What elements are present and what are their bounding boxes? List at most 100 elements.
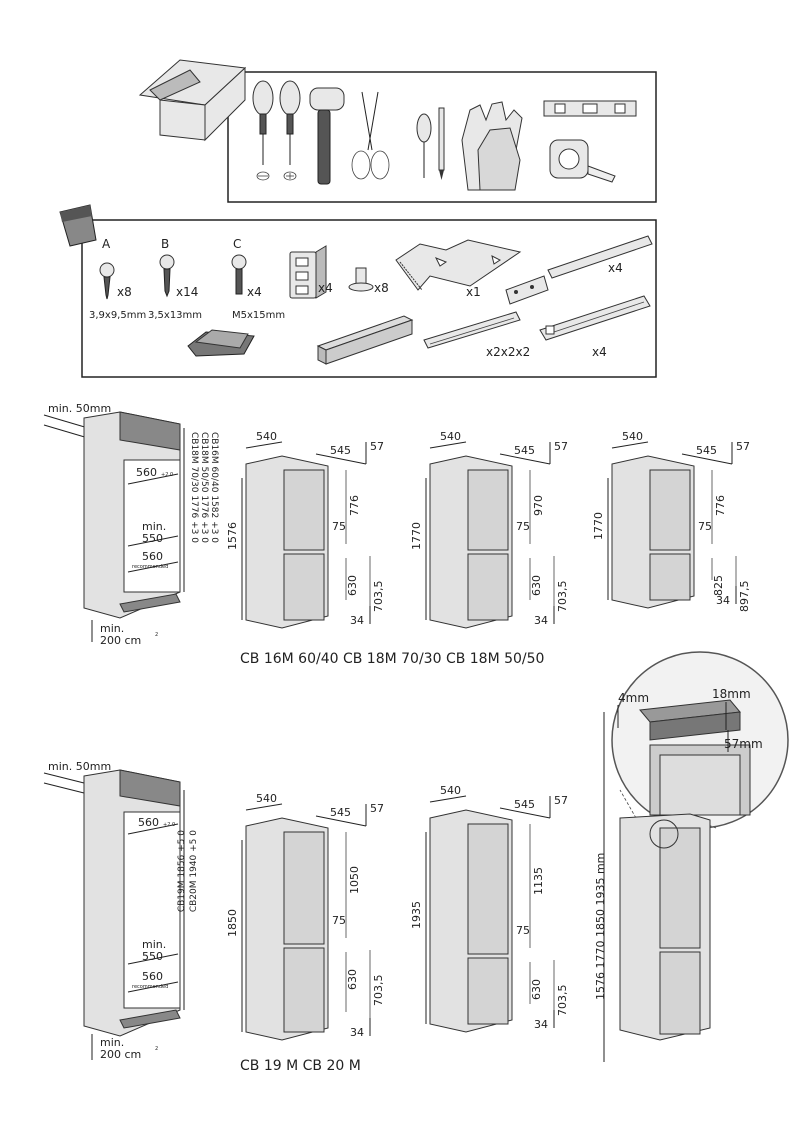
lower-door: [283, 947, 325, 1033]
fridge-lower-total-label: 897,5: [738, 581, 751, 613]
detail-panel: 18mm: [712, 687, 751, 701]
screw-b-size: 3,5x13mm: [148, 310, 202, 321]
fridge-mid-label: 75: [698, 520, 712, 533]
profile-icon: [316, 315, 414, 365]
niche-top-height-3: CB16M 60/40 1582 +3 0: [209, 432, 219, 543]
screw-c-icon: [231, 254, 247, 270]
template-qty: x1: [466, 285, 481, 299]
pencil-icon: [438, 107, 445, 180]
rail-qty: x4: [608, 261, 623, 275]
bracket-qty: x4: [318, 281, 333, 295]
niche-top-height-1: CB18M 70/30 1776 +3 0: [189, 432, 199, 543]
screw-b-qty: x14: [176, 285, 198, 299]
screw-a-letter: A: [102, 237, 111, 251]
niche-bottom-min-label: min.: [142, 938, 166, 951]
fridge-lower-label: 630: [346, 575, 359, 596]
fridge-w-label: 540: [622, 430, 643, 443]
door-pad-icon: [187, 329, 255, 357]
upper-door: [467, 823, 509, 955]
lower-door: [467, 553, 509, 621]
screw-c: C x4 M5x15mm: [231, 237, 285, 321]
fridge-mid-label: 75: [332, 520, 346, 533]
detail-gap-top: 4mm: [618, 691, 649, 705]
screw-a: A x8 3,9x9,5mm: [89, 237, 146, 321]
scissors-icon: [351, 91, 390, 180]
fridge-lower-total-label: 703,5: [556, 581, 569, 613]
niche-top-vent-min: min.: [100, 622, 124, 635]
fridge-gap-label: 57: [736, 440, 750, 453]
screw-c-letter: C: [233, 237, 241, 251]
fridge-upper-label: 970: [532, 495, 545, 516]
fridge-h-label: 1576: [226, 522, 239, 550]
fridge-d-label: 545: [696, 444, 717, 457]
plug-icon: x8: [348, 267, 389, 295]
fridge-w-label: 540: [440, 430, 461, 443]
slide-qty: x2x2x2: [486, 345, 530, 359]
niche-top-vent-area: 200 cm: [100, 634, 141, 647]
tools-panel: [138, 59, 657, 203]
fridge-lower-label: 825: [712, 575, 725, 596]
spirit-level-icon: [543, 100, 637, 117]
niche-bottom-width-a-tol: +2 0: [163, 822, 175, 828]
fridge-lower-total-label: 703,5: [372, 975, 385, 1007]
niche-top-min-gap: min. 50mm: [48, 402, 111, 415]
fridge-d-label: 545: [330, 444, 351, 457]
slide2-icon: x4: [539, 295, 651, 359]
niche-top: min. 50mm 560 +2 0 min. 550 560 recommen…: [43, 402, 219, 647]
niche-bottom-vent-area: 200 cm: [100, 1048, 141, 1061]
fridge-upper-label: 1135: [532, 867, 545, 895]
niche-bottom-height-2: CB20M 1940 +5 0: [189, 830, 199, 912]
tape-measure-icon: [549, 139, 616, 183]
niche-top-vent-sup: 2: [155, 632, 158, 638]
detail-view: 4mm 18mm 57mm 1576 1770 1850 1935 mm: [594, 651, 789, 1062]
awl-icon: [416, 113, 432, 178]
fridge-bottom-label: 34: [716, 594, 730, 607]
fridge-upper-label: 776: [714, 495, 727, 516]
caption-top: CB 16M 60/40 CB 18M 70/30 CB 18M 50/50: [240, 651, 544, 667]
fridge-w-label: 540: [256, 792, 277, 805]
screw-a-icon: [99, 262, 115, 278]
niche-top-height-2: CB18M 50/50 1776 +3 0: [199, 432, 209, 543]
fridge-lower-total-label: 703,5: [372, 581, 385, 613]
fridge-bottom-label: 34: [350, 614, 364, 627]
rail-icon: x4: [505, 235, 653, 305]
plug-qty: x8: [374, 281, 389, 295]
fridge-h-label: 1770: [410, 522, 423, 550]
fridge-d-label: 545: [330, 806, 351, 819]
fridge-d-label: 545: [514, 798, 535, 811]
fridge-lower-label: 630: [346, 969, 359, 990]
fridge-lower-total-label: 703,5: [556, 985, 569, 1017]
fridge-h-label: 1850: [226, 909, 239, 937]
niche-top-recommended: recommended: [132, 564, 168, 570]
fridge-lower-label: 630: [530, 575, 543, 596]
niche-top-width-a-value: 560: [136, 466, 157, 479]
fridge-w-label: 540: [256, 430, 277, 443]
screw-c-qty: x4: [247, 285, 262, 299]
niche-bottom: min. 50mm 560 +2 0 min. 550 560 recommen…: [43, 760, 199, 1061]
fridge-mid-label: 75: [516, 924, 530, 937]
lower-door: [649, 553, 691, 601]
fridge-gap-label: 57: [554, 440, 568, 453]
screwdriver-flat-icon: [252, 80, 274, 181]
fridge-d-label: 545: [514, 444, 535, 457]
screw-b-letter: B: [161, 237, 169, 251]
lower-door: [283, 553, 325, 621]
bracket-icon: x4: [289, 245, 333, 299]
parts-bag-icon: [59, 204, 97, 247]
niche-bottom-width-a: 560: [138, 816, 159, 829]
slide2-qty: x4: [592, 345, 607, 359]
upper-door: [283, 469, 325, 551]
toolbox-icon: [138, 59, 247, 142]
screw-b-icon: [159, 254, 175, 270]
niche-bottom-vent-min: min.: [100, 1036, 124, 1049]
fridge-lower-label: 630: [530, 979, 543, 1000]
gloves-icon: [461, 101, 523, 191]
caption-bottom: CB 19 M CB 20 M: [240, 1058, 361, 1074]
